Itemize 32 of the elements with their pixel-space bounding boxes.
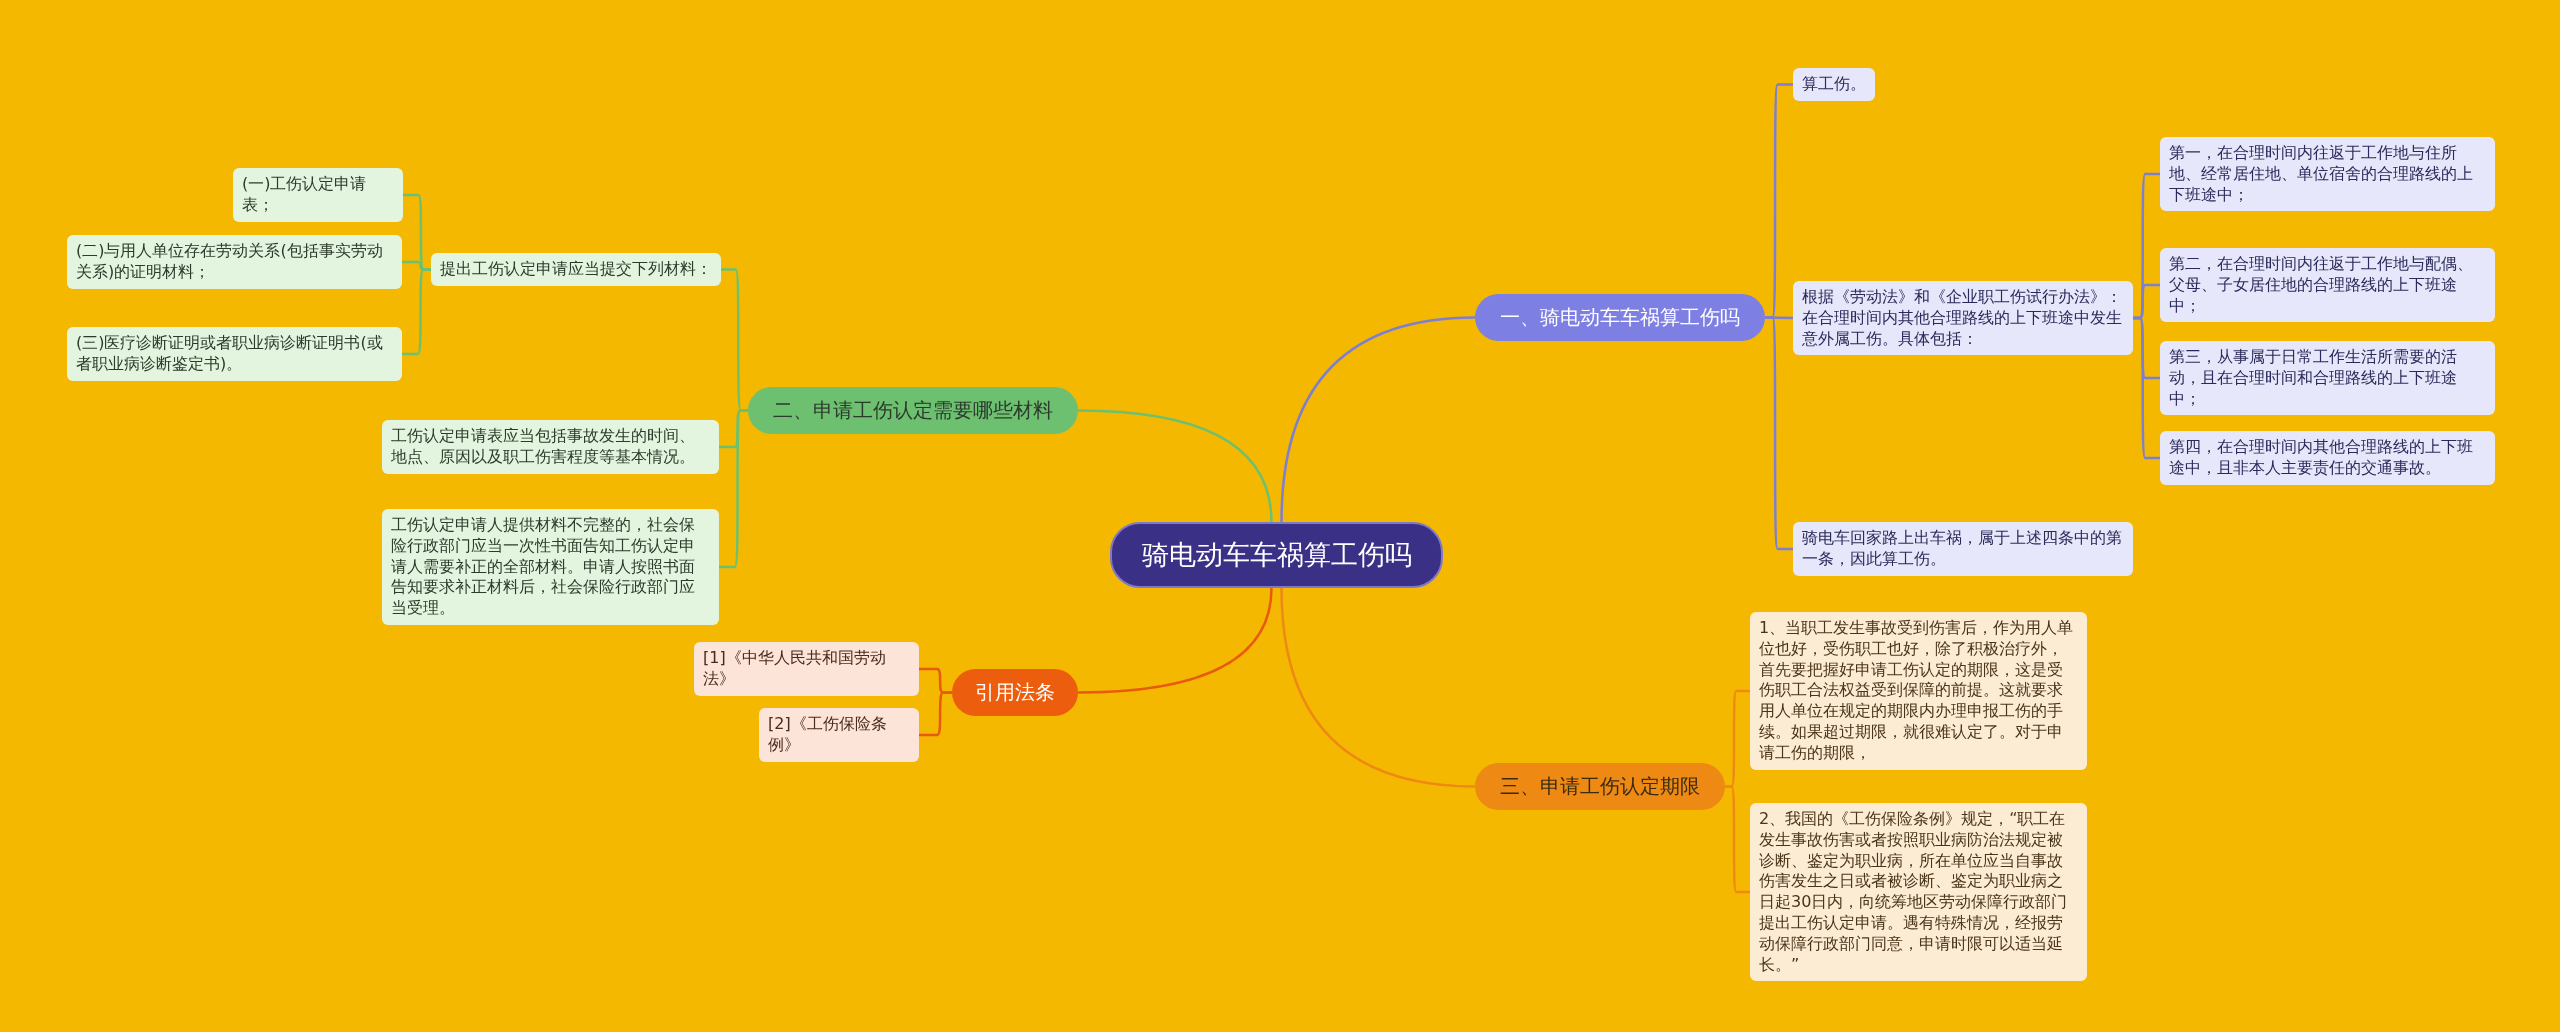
branch-topic: 二、申请工伤认定需要哪些材料 (748, 387, 1078, 434)
subtopic-card: 1、当职工发生事故受到伤害后，作为用人单位也好，受伤职工也好，除了积极治疗外，首先要把握好申请工伤认定的期限，这是受伤职工合法权益受到保障的前提。这就要求用人单位在规定的期限内办理申报工伤的手续。如果超过期限，就很难认定了。对于申请工伤的期限， (1750, 612, 2087, 770)
subtopic-card: 第三，从事属于日常工作生活所需要的活动，且在合理时间和合理路线的上下班途中； (2160, 341, 2495, 416)
subtopic-card: 算工伤。 (1793, 68, 1875, 101)
subtopic-card: [1]《中华人民共和国劳动法》 (694, 642, 919, 696)
connector-line (1280, 316, 1476, 523)
connector-line (402, 268, 431, 356)
subtopic-card: 骑电车回家路上出车祸，属于上述四条中的第一条，因此算工伤。 (1793, 522, 2133, 576)
connector-line (919, 691, 952, 737)
connector-line (1077, 409, 1273, 523)
connector-line (719, 409, 748, 569)
connector-line (1280, 587, 1476, 788)
connector-line (1725, 785, 1750, 894)
subtopic-card: 第二，在合理时间内往返于工作地与配偶、父母、子女居住地的合理路线的上下班途中； (2160, 248, 2495, 323)
connector-line (2133, 316, 2160, 460)
subtopic-card: 提出工伤认定申请应当提交下列材料： (431, 253, 721, 286)
branch-topic: 三、申请工伤认定期限 (1475, 763, 1725, 810)
branch-topic: 一、骑电动车车祸算工伤吗 (1475, 294, 1765, 341)
subtopic-card: (三)医疗诊断证明或者职业病诊断证明书(或者职业病诊断鉴定书)。 (67, 327, 402, 381)
subtopic-card: 工伤认定申请表应当包括事故发生的时间、地点、原因以及职工伤害程度等基本情况。 (382, 420, 719, 474)
connector-line (1077, 587, 1273, 694)
branch-topic: 引用法条 (952, 669, 1078, 716)
subtopic-card: (一)工伤认定申请表； (233, 168, 403, 222)
subtopic-card: [2]《工伤保险条例》 (759, 708, 919, 762)
subtopic-card: (二)与用人单位存在劳动关系(包括事实劳动关系)的证明材料； (67, 235, 402, 289)
subtopic-card: 根据《劳动法》和《企业职工伤试行办法》：在合理时间内其他合理路线的上下班途中发生意外属工伤。具体包括： (1793, 281, 2133, 356)
connector-line (1765, 316, 1793, 551)
subtopic-card: 2、我国的《工伤保险条例》规定，“职工在发生事故伤害或者按照职业病防治法规定被诊断、鉴定为职业病，所在单位应当自事故伤害发生之日或者被诊断、鉴定为职业病之日起30日内，向统筹地区劳动保障行政部门提出工伤认定申请。遇有特殊情况，经报劳动保障行政部门同意，申请时限可以适当延长。” (1750, 803, 2087, 982)
subtopic-card: 第四，在合理时间内其他合理路线的上下班途中，且非本人主要责任的交通事故。 (2160, 431, 2495, 485)
central-topic: 骑电动车车祸算工伤吗 (1110, 522, 1443, 588)
subtopic-card: 第一，在合理时间内往返于工作地与住所地、经常居住地、单位宿舍的合理路线的上下班途中； (2160, 137, 2495, 212)
subtopic-card: 工伤认定申请人提供材料不完整的，社会保险行政部门应当一次性书面告知工伤认定申请人需要补正的全部材料。申请人按照书面告知要求补正材料后，社会保险行政部门应当受理。 (382, 509, 719, 625)
